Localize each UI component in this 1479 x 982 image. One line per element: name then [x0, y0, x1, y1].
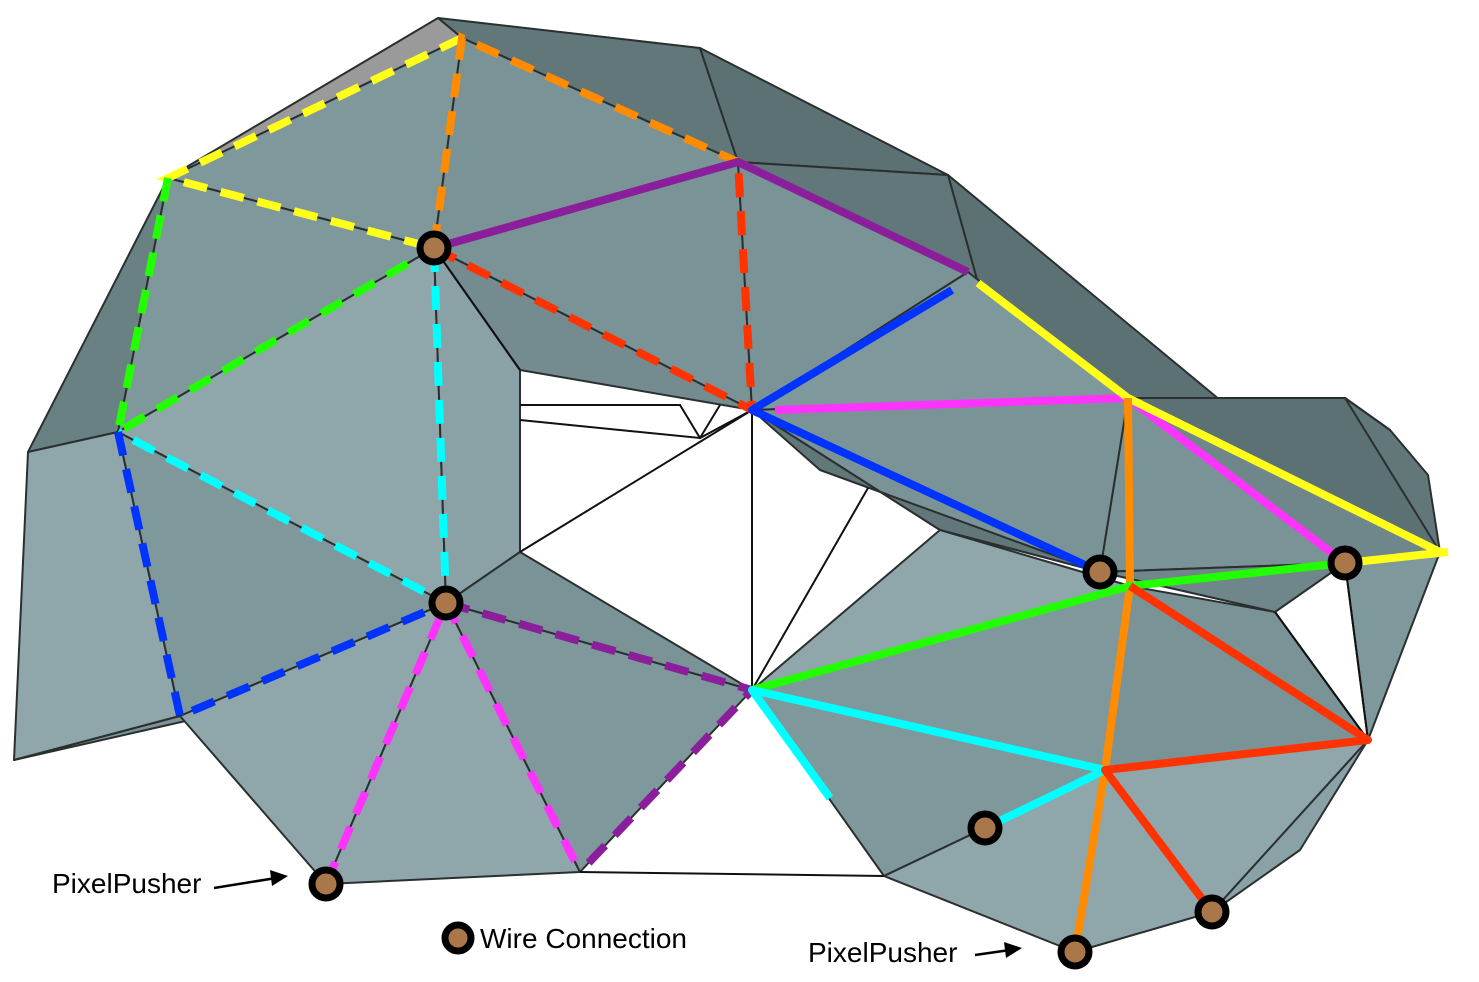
solid-wires [432, 158, 1449, 953]
structure-panels [13, 17, 1441, 953]
wire-connection-node [416, 230, 452, 266]
frame-line [751, 487, 869, 691]
wire-red-solid [1101, 582, 1372, 915]
wire-connection-icon [441, 921, 475, 955]
frame-line [579, 871, 885, 877]
wire-connection-node [308, 866, 344, 902]
wire-connection-node [1194, 894, 1230, 930]
wire-connection-node [967, 810, 1003, 846]
panel [1211, 739, 1369, 913]
panel [1099, 562, 1346, 613]
wire-connection-node [1082, 554, 1118, 590]
frame-line [519, 409, 753, 553]
frame-lines [433, 247, 1369, 877]
wire-orange-solid [1071, 397, 1134, 953]
arrow-icon [974, 942, 1022, 958]
panel [1344, 397, 1441, 553]
frame-line [1344, 562, 1369, 741]
wire-orange-dashed [430, 32, 740, 249]
legend-label: Wire Connection [480, 923, 687, 954]
wire-blue-dashed [114, 431, 448, 722]
wire-connection-node [1327, 545, 1363, 581]
panel [1344, 551, 1441, 741]
wire-connection-node [428, 585, 464, 621]
panel [699, 47, 949, 176]
pixelpusher-label-left: PixelPusher [52, 868, 201, 899]
annotations: PixelPusher PixelPusher Wire Connection [52, 868, 1022, 968]
arrow-icon [213, 870, 288, 890]
wire-green-dashed [112, 177, 437, 440]
frame-line [520, 404, 753, 440]
wire-connection-node [1057, 934, 1093, 970]
pixelpusher-label-right: PixelPusher [808, 937, 957, 968]
legend: Wire Connection [441, 921, 687, 955]
frame-line [519, 404, 721, 440]
frame-line [1274, 611, 1369, 741]
wire-purple-solid [432, 158, 970, 276]
wire-cyan-solid [748, 686, 1109, 832]
wire-blue-solid [748, 286, 1102, 576]
wire-connections [308, 230, 1363, 970]
frame-line [433, 247, 521, 371]
